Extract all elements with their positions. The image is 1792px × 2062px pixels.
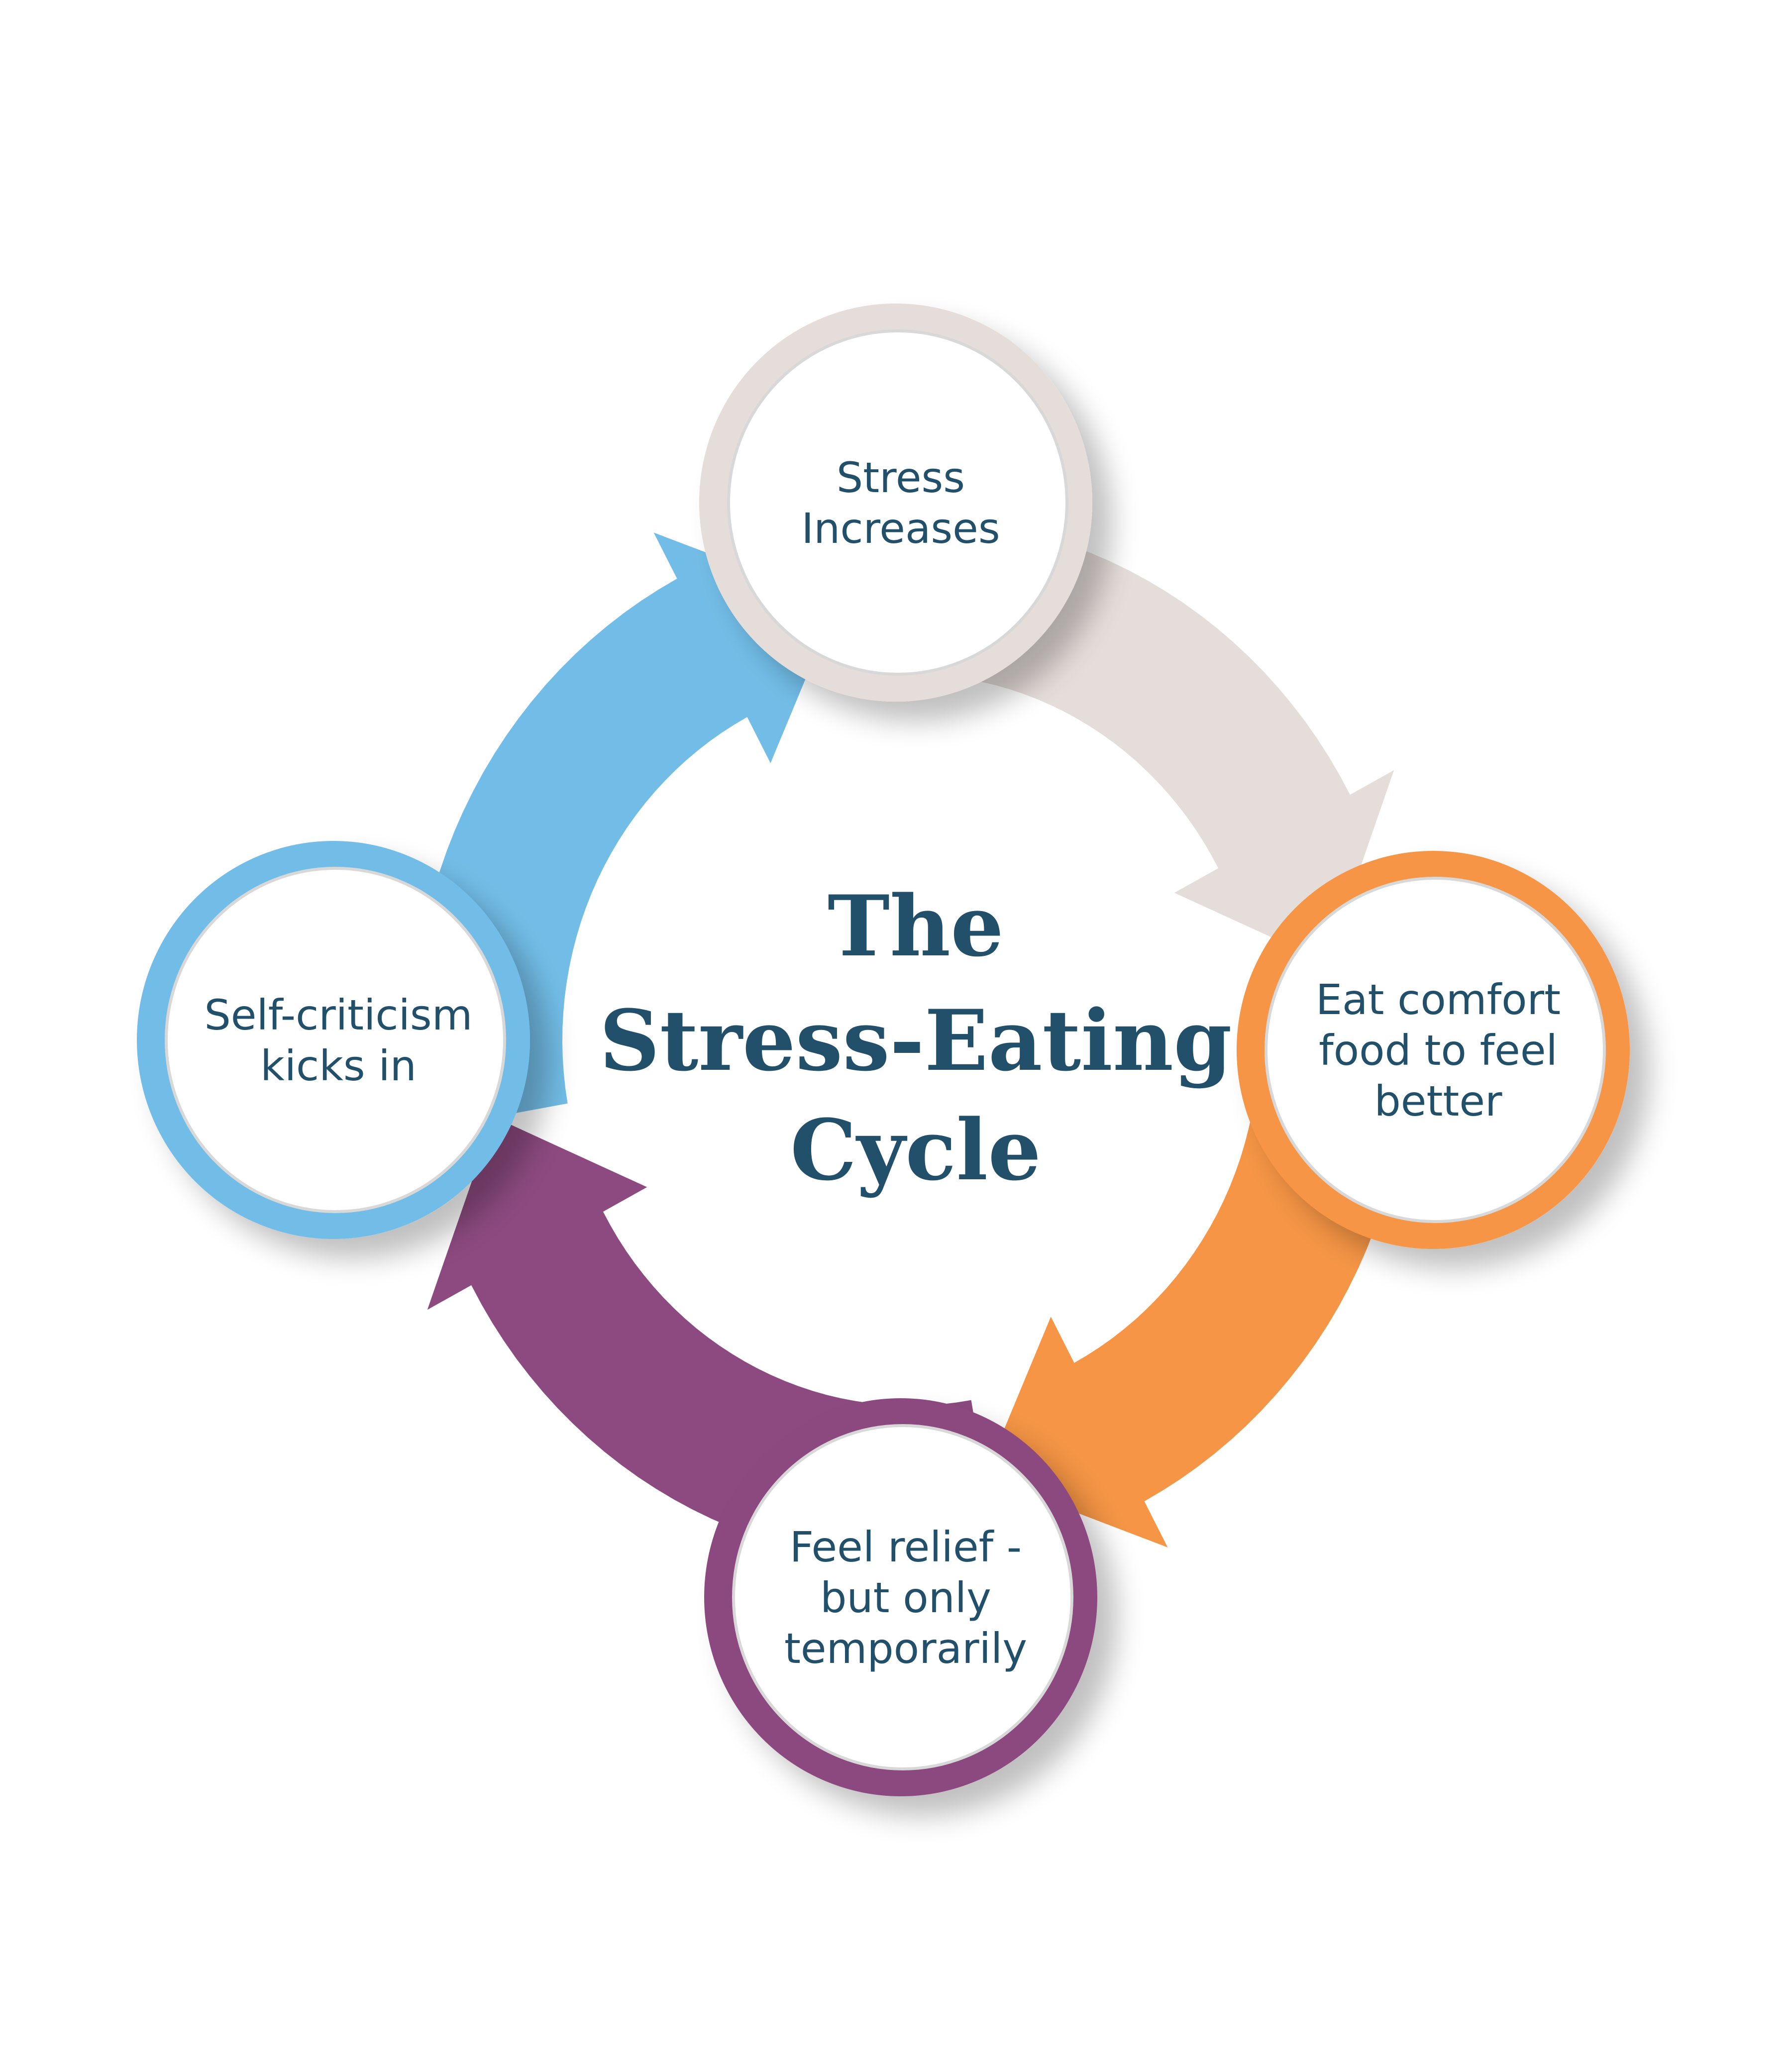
stage-stress-increases [699, 304, 1092, 702]
stage-label-line: Feel relief - [790, 1523, 1022, 1571]
stage-label-line: kicks in [260, 1041, 417, 1090]
stage-disc [732, 1424, 1073, 1770]
stage-label-line: Increases [801, 504, 1000, 553]
stage-disc [165, 867, 506, 1213]
title-line-3: Cycle [790, 1101, 1041, 1199]
center-title: The Stress-Eating Cycle [599, 877, 1232, 1199]
stage-feel-relief [704, 1398, 1097, 1796]
title-line-1: The [828, 877, 1004, 975]
stage-disc [727, 329, 1068, 676]
stage-label-line: but only [820, 1573, 991, 1622]
stage-label-line: better [1374, 1077, 1502, 1126]
stage-label-line: food to feel [1319, 1026, 1558, 1075]
stage-label-line: Eat comfort [1316, 975, 1561, 1024]
stage-label-line: Stress [837, 453, 965, 502]
stage-self-criticism [137, 841, 530, 1239]
stage-label-line: Self-criticism [204, 991, 472, 1039]
stage-disc [1265, 877, 1606, 1223]
title-line-2: Stress-Eating [599, 991, 1232, 1090]
stage-label-line: temporarily [784, 1624, 1027, 1673]
stage-eat-comfort-food [1237, 851, 1630, 1249]
